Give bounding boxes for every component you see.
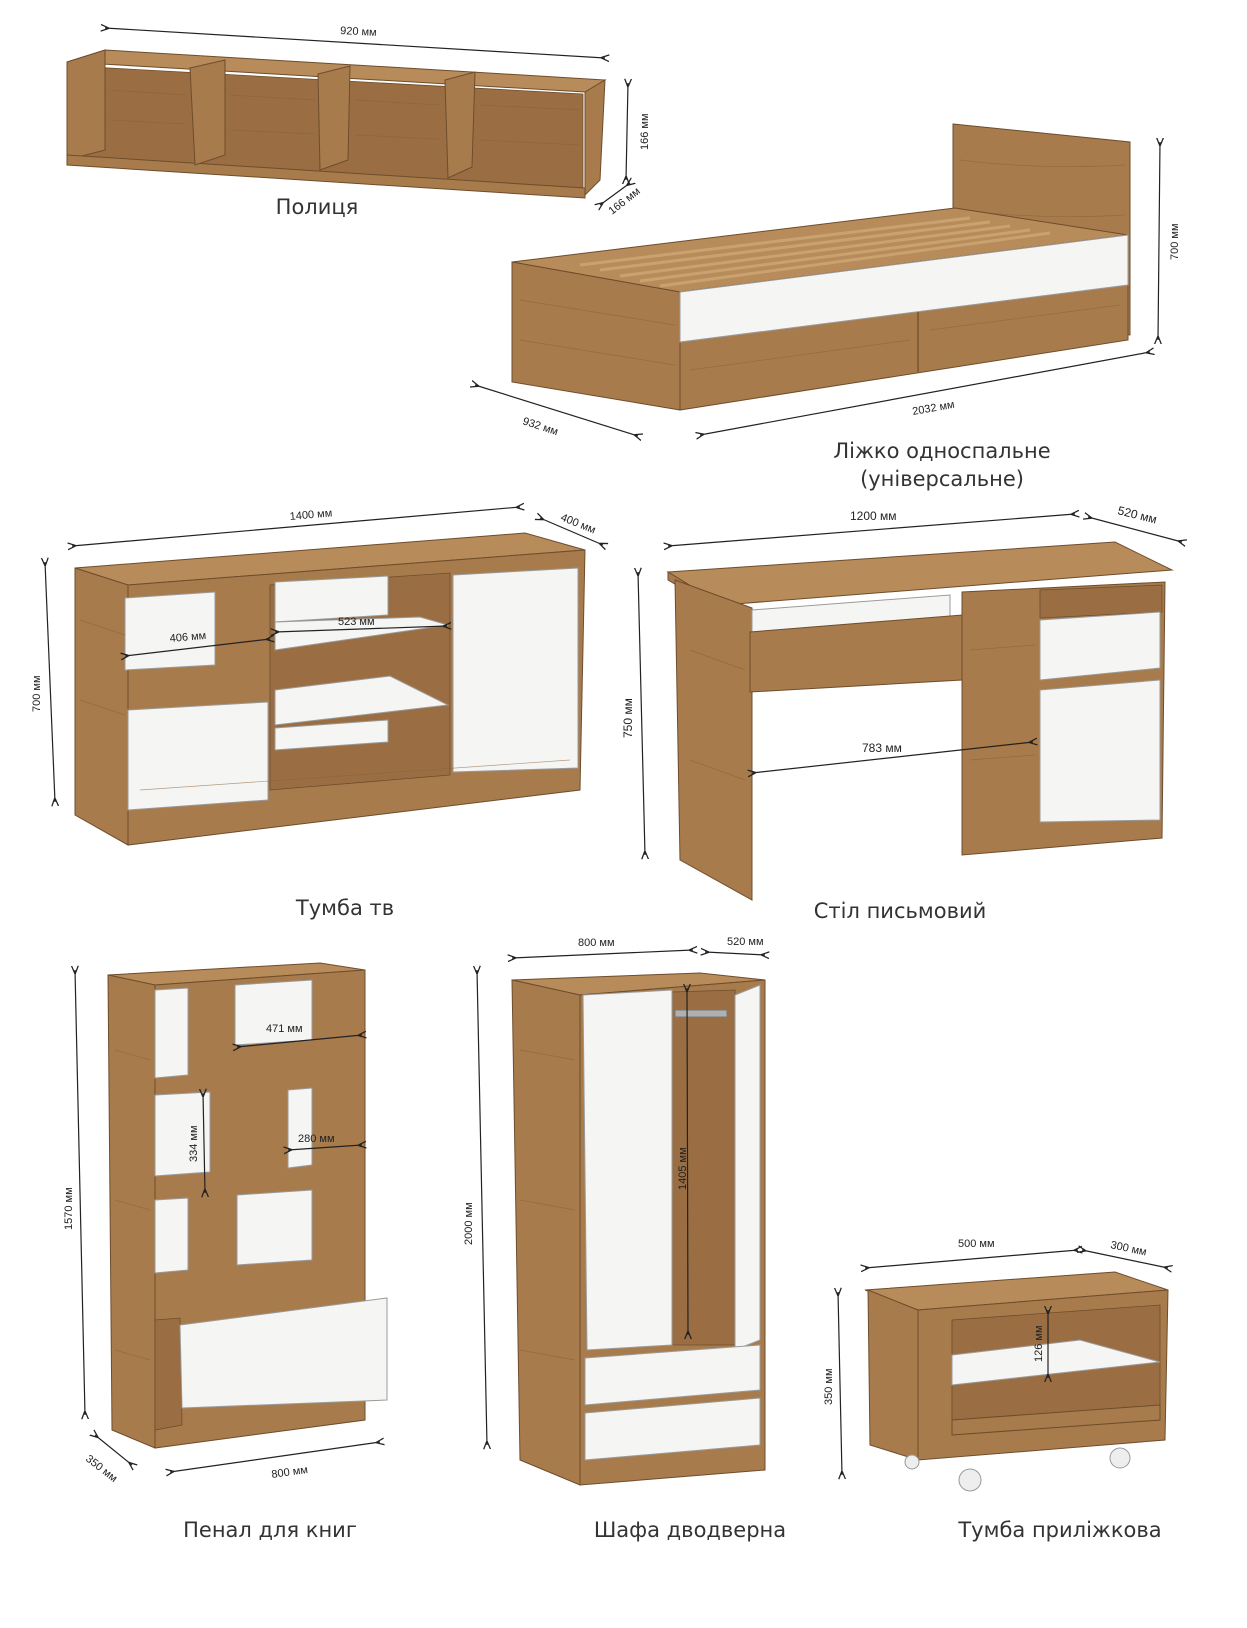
dim-label: 1405 мм [677,1147,689,1190]
dim-label: 523 мм [338,616,375,628]
dim-label: 350 мм [823,1368,835,1405]
tv-stand-drawing [74,532,586,846]
dim-line [1082,1250,1168,1268]
dim-line [45,562,55,802]
dim-line [275,626,447,632]
dim-line [288,1145,362,1150]
item-title-shelf: Полиця [276,195,359,219]
shelf-drawing [66,49,607,199]
desk-drawing [666,541,1174,901]
bookcase-drawing [107,962,388,1449]
dim-label: 800 мм [578,937,615,949]
dim-line [1088,517,1182,542]
dim-line [752,742,1033,773]
dim-label: 520 мм [1116,503,1158,526]
dim-line [72,507,520,546]
bed-drawing [511,123,1131,411]
item-title-tv-stand: Тумба тв [295,896,394,920]
dim-label: 406 мм [169,630,206,645]
item-title-bookcase: Пенал для книг [183,1518,357,1542]
dim-line [687,988,688,1335]
dim-line [1158,142,1160,340]
dim-line [540,518,603,545]
dim-label: 1570 мм [63,1187,75,1230]
dim-label: 350 мм [83,1453,119,1485]
dim-line [700,352,1150,435]
dim-label: 334 мм [188,1125,200,1162]
dim-line [237,1035,362,1047]
dim-label: 166 мм [639,113,651,150]
dim-label: 783 мм [862,741,902,755]
dim-label: 1400 мм [289,507,333,523]
dim-label: 471 мм [266,1023,303,1035]
dim-label: 932 мм [521,415,559,438]
dim-line [75,970,85,1415]
dim-line [477,970,487,1445]
dim-line [638,572,645,855]
dim-label: 1200 мм [850,509,897,523]
dim-label: 400 мм [559,512,597,537]
dim-label: 800 мм [271,1464,309,1481]
dim-line [105,28,605,58]
dim-line [170,1442,380,1472]
dim-label: 166 мм [606,185,642,217]
dim-label: 700 мм [1169,223,1181,260]
dim-label: 700 мм [31,675,43,712]
nightstand-drawing [864,1271,1169,1492]
dim-label: 2032 мм [911,399,955,418]
dim-label: 280 мм [298,1133,335,1145]
item-title-nightstand: Тумба приліжкова [957,1518,1161,1542]
dim-line [705,952,765,955]
dim-line [600,183,630,205]
dim-line [865,1250,1078,1268]
dim-line [626,83,628,180]
dim-line [203,1093,205,1193]
wardrobe-drawing [511,972,766,1486]
dim-line [668,514,1075,546]
dim-label: 500 мм [958,1238,995,1250]
dim-line [475,385,638,436]
item-title-desk: Стіл письмовий [814,899,987,923]
dim-label: 520 мм [727,936,764,948]
dim-line [125,639,270,656]
dim-label: 126 мм [1033,1325,1045,1362]
item-title-bed: Ліжко односпальне [833,439,1050,463]
dim-line [512,950,693,958]
dim-label: 2000 мм [463,1202,475,1245]
item-subtitle-bed: (універсальне) [860,467,1024,491]
dim-line [95,1435,132,1465]
dim-label: 750 мм [621,698,635,738]
dim-line [838,1292,842,1475]
dim-label: 300 мм [1109,1239,1147,1258]
item-title-wardrobe: Шафа дводверна [594,1518,786,1542]
dim-label: 920 мм [340,25,377,39]
